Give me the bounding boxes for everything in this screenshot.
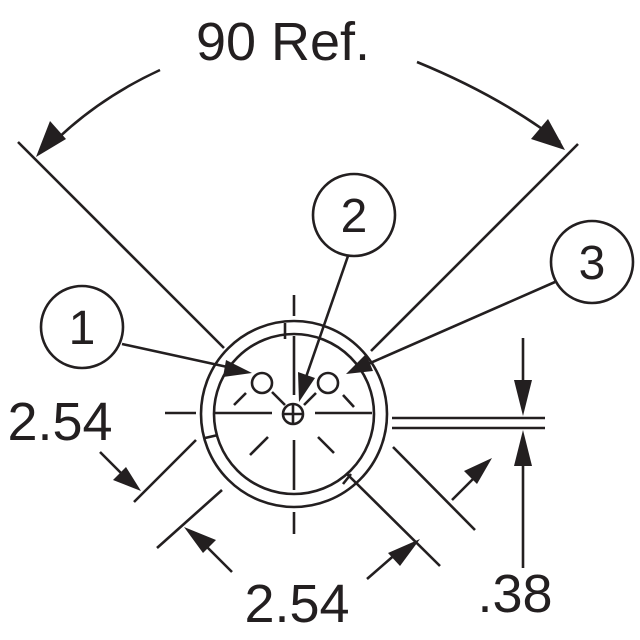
pitch-bottom-leader-left	[199, 539, 233, 573]
angle-arrowhead-right	[531, 119, 565, 150]
pitch-left-extension-1	[133, 439, 197, 503]
offset-label: .38	[477, 564, 552, 624]
angle-dimension: 90 Ref.	[17, 12, 579, 352]
center-lines	[165, 295, 372, 534]
angle-arrowhead-left	[36, 121, 66, 157]
pins	[250, 371, 340, 426]
callout-2-leader	[303, 255, 350, 381]
callout-2-arrowhead	[298, 372, 315, 402]
pitch-left-extension-2	[156, 489, 223, 549]
offset-dimension: .38	[392, 338, 553, 624]
pitch-dimension-left: 2.54	[7, 392, 223, 553]
diag-mark-pin1-center	[271, 391, 286, 406]
diag-mark-ur	[342, 394, 355, 408]
angle-extension-line-right	[370, 143, 579, 352]
outer-ring	[199, 319, 389, 509]
callout-1-arrowhead	[223, 360, 252, 377]
pitch-dimension-bottom: 2.54	[199, 473, 441, 634]
callout-1-leader	[121, 342, 233, 370]
diag-mark-center-pin3	[303, 392, 317, 406]
diag-mark-ll	[249, 436, 269, 456]
offset-arrowhead-top	[514, 380, 532, 416]
callout-1-bubble	[39, 284, 125, 370]
pitch-bottom-extension-right	[346, 473, 441, 567]
diag-mark-lr	[317, 436, 335, 454]
callout-3: 3	[346, 219, 635, 374]
callout-1-label: 1	[69, 302, 96, 355]
offset-arrowhead-bottom	[514, 430, 532, 466]
callout-2-bubble	[311, 172, 397, 258]
callout-3-leader	[367, 280, 556, 366]
pitch-bottom-arrowhead-right	[388, 539, 420, 566]
callout-2: 2	[298, 172, 397, 402]
offset-diag-arrowhead	[464, 458, 492, 484]
key-notch-left	[204, 433, 219, 440]
callout-1: 1	[39, 284, 252, 377]
offset-diag-extension	[392, 446, 476, 531]
angle-extension-line-left	[17, 141, 225, 349]
pitch-vertical-label: 2.54	[7, 392, 112, 452]
angle-dimension-arc-left	[47, 68, 161, 149]
callout-3-bubble	[549, 219, 635, 305]
angle-dimension-label: 90 Ref.	[196, 12, 370, 72]
callout-2-label: 2	[341, 190, 368, 243]
pin-1-hole	[250, 371, 274, 395]
callout-3-label: 3	[579, 237, 606, 290]
diag-mark-ul	[233, 392, 247, 406]
pitch-horizontal-label: 2.54	[244, 574, 349, 634]
callout-3-arrowhead	[346, 354, 373, 374]
pitch-left-arrowhead-1	[113, 467, 141, 491]
angle-dimension-arc-right	[416, 60, 561, 144]
pin-3-hole	[316, 371, 340, 395]
